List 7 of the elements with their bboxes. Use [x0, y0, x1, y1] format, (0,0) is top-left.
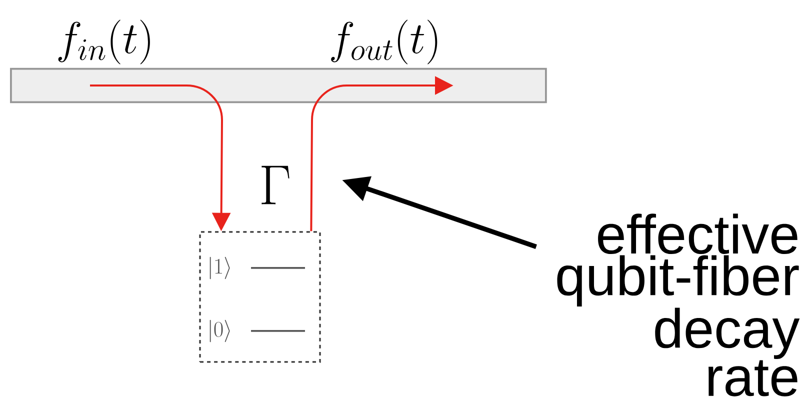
fiber-bar: [10, 68, 547, 104]
state-label: $|1\rangle$: [210, 256, 230, 280]
state-label: $|0\rangle$: [210, 320, 230, 342]
edge-label: $f_{out}(t)$: [331, 20, 438, 64]
annotation-text: effective qubit-fiber decay rate: [557, 214, 800, 396]
edge-label: $f_{in}(t)$: [58, 20, 150, 64]
decay-rate-symbol: $\Gamma$: [262, 166, 290, 204]
